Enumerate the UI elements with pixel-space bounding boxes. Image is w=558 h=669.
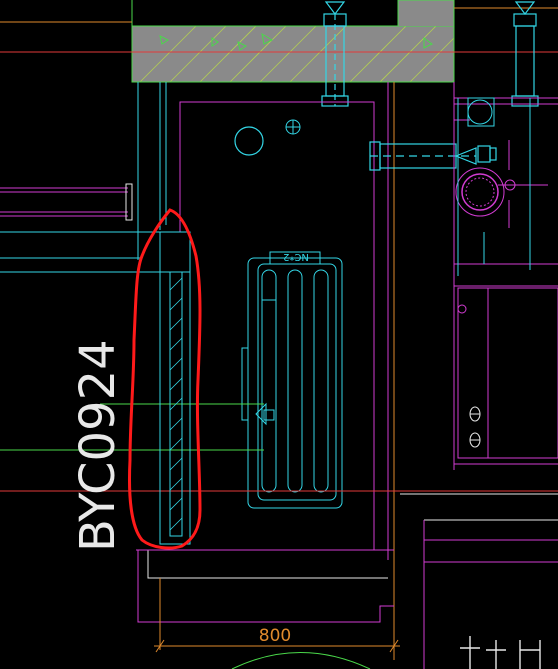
dimension-label: 800 xyxy=(259,626,291,646)
valve-icons xyxy=(469,406,481,448)
door-swing-arc xyxy=(231,652,371,669)
equipment-tag-label: BYC0924 xyxy=(70,339,126,552)
bottom-frame xyxy=(136,493,558,669)
red-annotation-outline xyxy=(128,208,202,550)
floor-drain-icon xyxy=(234,126,264,156)
radiator-unit xyxy=(241,251,343,509)
wall-column xyxy=(159,231,191,545)
pipe-vertical-right xyxy=(511,1,539,107)
dimension-line xyxy=(154,639,400,653)
pipe-vertical-left xyxy=(321,1,349,107)
cleanout-icon xyxy=(285,119,301,135)
left-frame-lines xyxy=(0,82,190,273)
partial-room-label xyxy=(460,636,541,669)
top-wall-section xyxy=(0,0,558,83)
unit-label: NC*2 xyxy=(283,251,309,262)
room-outline xyxy=(179,82,389,560)
right-cyan-lines xyxy=(457,97,531,276)
pipe-horizontal xyxy=(369,141,497,171)
